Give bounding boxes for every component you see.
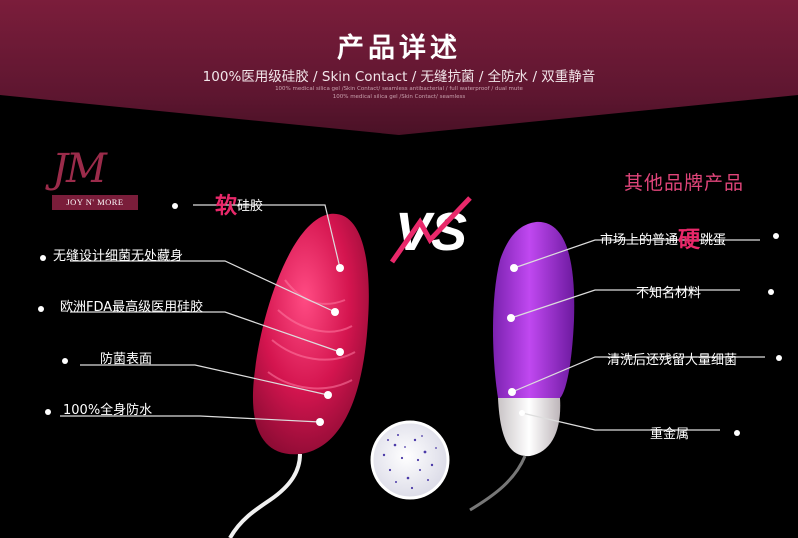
bullet-dot <box>62 358 68 364</box>
right-feature-1-text: 市场上的普通 <box>600 233 679 248</box>
fine-print-line-1: 100% medical silica gel /Skin Contact/ s… <box>275 86 523 92</box>
bullet-dot <box>768 289 774 295</box>
bullet-dot <box>734 430 740 436</box>
right-feature-4: 重金属 <box>650 427 690 442</box>
right-feature-3: 清洗后还残留大量细菌 <box>607 353 738 368</box>
brand-logo-mark: JM <box>52 146 107 192</box>
other-brands-title: 其他品牌产品 <box>624 172 745 194</box>
left-feature-1-text: 硅胶 <box>237 199 264 214</box>
left-feature-3: 欧洲FDA最高级医用硅胶 <box>60 300 204 315</box>
page-title: 产品详述 <box>337 33 461 64</box>
bullet-dot <box>773 233 779 239</box>
fine-print-line-2: 100% medical silica gel /Skin Contact/ s… <box>332 94 466 100</box>
bullet-dot <box>45 409 51 415</box>
left-feature-1-emphasis: 软 <box>215 194 238 219</box>
right-callout-points <box>507 264 525 416</box>
bullet-dot <box>40 255 46 261</box>
right-feature-1: 市场上的普通硬跳蛋 <box>600 222 726 254</box>
brand-logo-name: JOY N' MORE <box>52 195 138 210</box>
bullet-dot <box>38 306 44 312</box>
page-subtitle: 100%医用级硅胶 / Skin Contact / 无缝抗菌 / 全防水 / … <box>202 69 596 85</box>
left-product <box>228 213 369 538</box>
right-callout-lines <box>510 239 765 431</box>
vs-mark: VS <box>389 196 472 264</box>
left-feature-2: 无缝设计细菌无处藏身 <box>53 249 184 264</box>
left-callout-lines <box>60 204 341 423</box>
left-callout-points <box>316 264 344 426</box>
left-feature-4: 防菌表面 <box>100 352 153 367</box>
bullet-dot <box>776 355 782 361</box>
bullet-dot <box>172 203 178 209</box>
right-feature-1-emphasis: 硬 <box>678 228 701 253</box>
bacteria-dish <box>370 420 450 500</box>
right-feature-2: 不知名材料 <box>636 286 702 301</box>
left-feature-1: 软硅胶 <box>215 188 263 220</box>
left-feature-5: 100%全身防水 <box>63 403 153 418</box>
right-feature-1-suffix: 跳蛋 <box>700 233 727 248</box>
